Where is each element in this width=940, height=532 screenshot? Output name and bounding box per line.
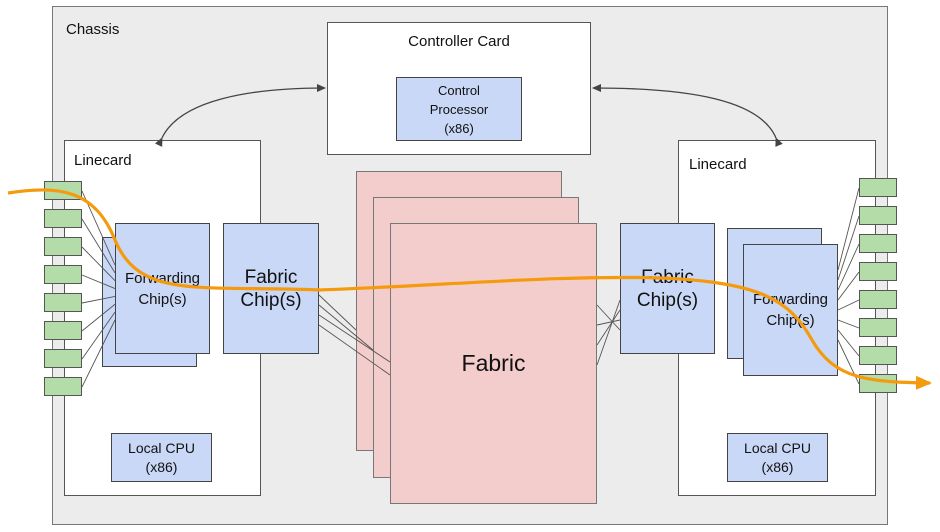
right-port-7 [859,346,897,365]
packet-flow-path [7,188,932,390]
fabric-links-right [596,299,621,366]
right-control-link [592,84,783,147]
left-port-6 [44,321,82,340]
right-local-cpu: Local CPU (x86) [727,433,828,482]
fabric-card: Fabric [390,223,597,504]
left-port-link-4 [81,274,116,289]
right-port-link-4 [837,271,860,301]
right-port-link-6 [837,319,860,329]
fabric-links-left [318,294,391,376]
right-port-1 [859,178,897,197]
right-port-2 [859,206,897,225]
controller-card-label: Controller Card [408,33,510,50]
left-port-5 [44,293,82,312]
right-port-link-5 [837,299,860,311]
left-port-link-7 [81,311,116,360]
left-port-link-5 [81,295,116,304]
left-control-link [154,84,326,147]
left-linecard-label: Linecard [74,152,132,169]
chassis-label: Chassis [66,21,120,38]
left-port-link-8 [81,319,116,388]
right-port-link-1 [837,187,860,271]
right-local-cpu-label: Local CPU (x86) [744,439,811,475]
right-port-6 [859,318,897,337]
control-processor-label: Control Processor (x86) [429,82,489,136]
left-port-7 [44,349,82,368]
fabric-label: Fabric [461,350,526,376]
left-fabric-chip-label: Fabric Chip(s) [240,266,302,311]
left-forwarding-chip: Forwarding Chip(s) [115,223,210,354]
left-port-link-2 [81,218,116,274]
left-port-link-3 [81,246,116,282]
right-port-link-7 [837,329,860,357]
left-port-link-6 [81,303,116,332]
right-port-4 [859,262,897,281]
left-port-4 [44,265,82,284]
left-port-8 [44,377,82,396]
left-port-3 [44,237,82,256]
left-local-cpu: Local CPU (x86) [111,433,212,482]
right-port-link-2 [837,215,860,281]
control-processor: Control Processor (x86) [396,77,522,141]
right-port-link-3 [837,243,860,291]
left-local-cpu-label: Local CPU (x86) [128,439,195,475]
right-port-5 [859,290,897,309]
left-port-2 [44,209,82,228]
right-linecard-label: Linecard [689,156,747,173]
right-fabric-chip: Fabric Chip(s) [620,223,715,354]
right-port-3 [859,234,897,253]
